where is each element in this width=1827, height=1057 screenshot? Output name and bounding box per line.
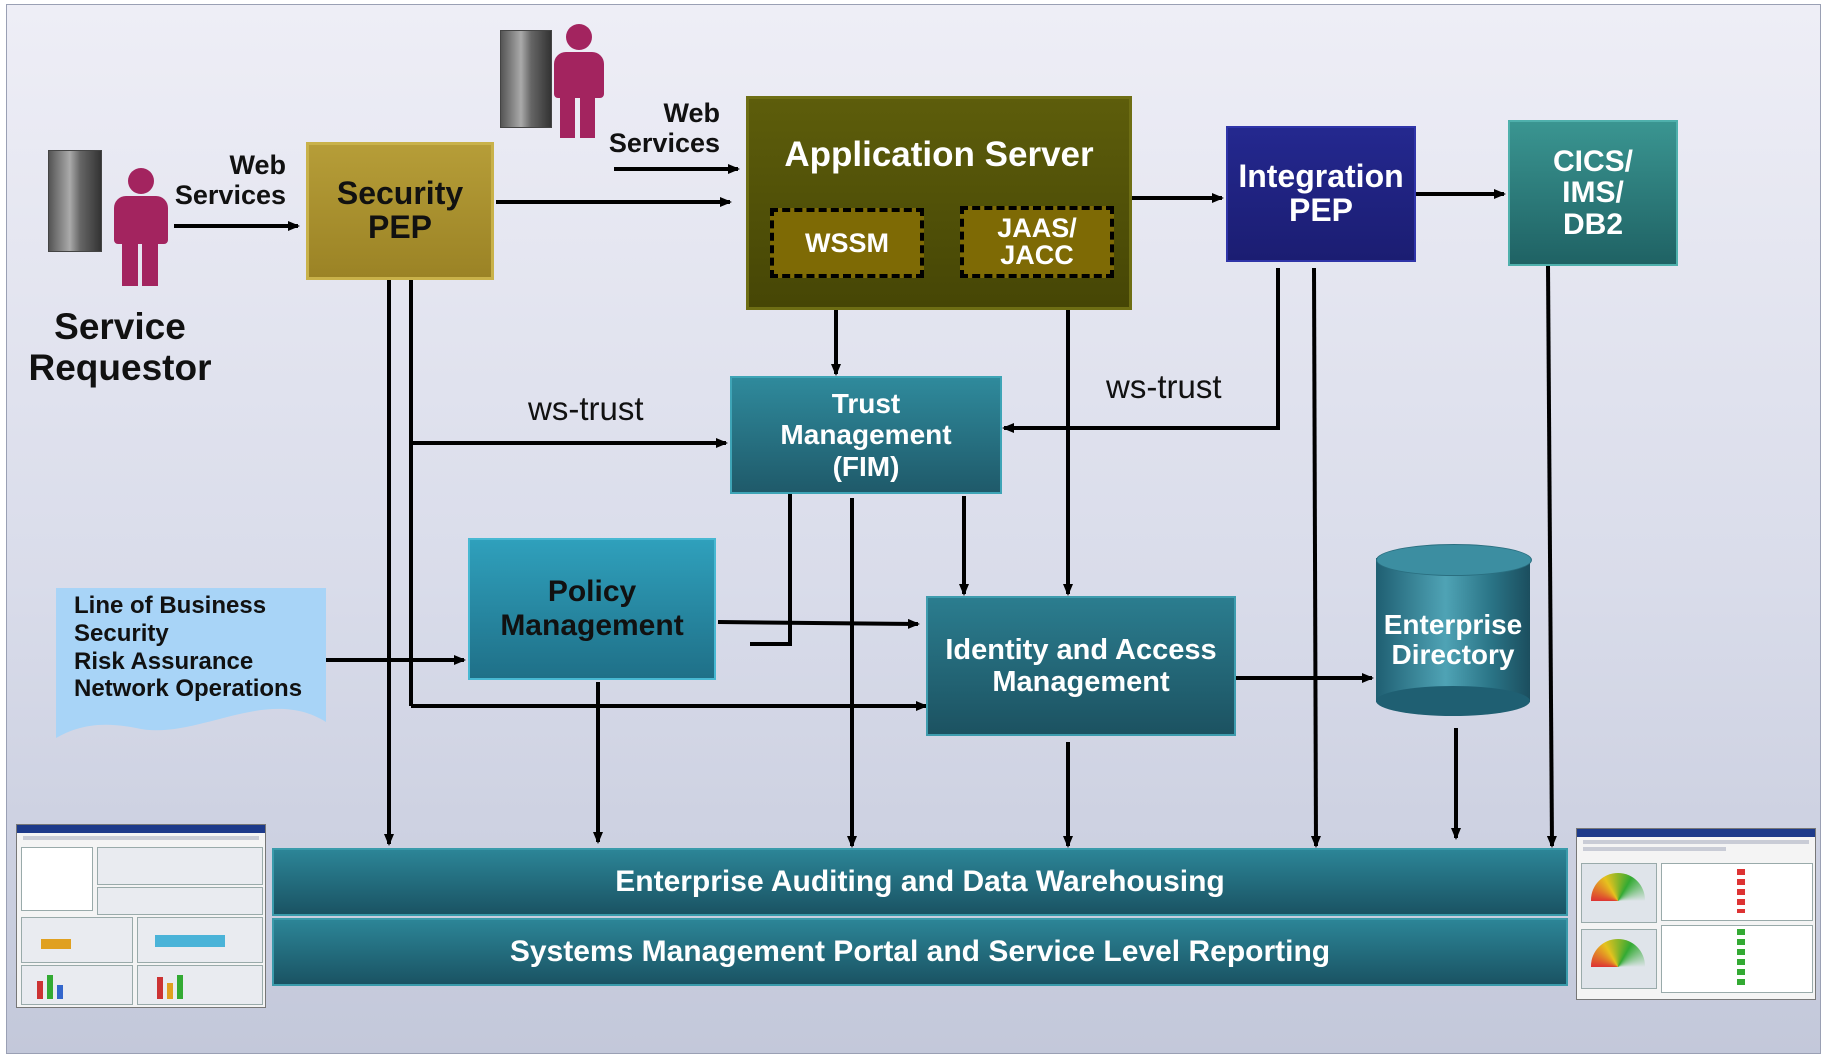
wssm-box: WSSM — [770, 208, 924, 278]
enterprise-auditing-bar: Enterprise Auditing and Data Warehousing — [272, 848, 1568, 916]
portal-screenshot-thumbnail — [1576, 828, 1816, 1000]
arrow-cics-to-auditing — [1546, 265, 1557, 848]
enterprise-directory-cylinder — [1376, 544, 1532, 716]
web-services-label: Web Services — [608, 98, 720, 159]
enterprise-directory-label: Enterprise Directory — [1383, 609, 1523, 671]
line-of-business-text: Line of Business Security Risk Assurance… — [74, 592, 303, 703]
ws-trust-label: ws-trust — [528, 390, 644, 427]
server-person-icon — [500, 24, 610, 150]
console-screenshot-thumbnail — [16, 824, 266, 1008]
ws-trust-label: ws-trust — [1106, 368, 1222, 405]
line-of-business-banner — [56, 588, 326, 738]
arrow-policy-to-iam — [717, 618, 920, 629]
arrow-integration-to-auditing — [1310, 267, 1321, 848]
jaas-jacc-box: JAAS/JACC — [960, 206, 1114, 278]
server-person-icon — [48, 150, 168, 286]
arrow-policy-to-trust — [750, 430, 795, 646]
cics-ims-db2-box: CICS/IMS/DB2 — [1508, 120, 1678, 266]
service-requestor-label: Service Requestor — [28, 306, 212, 389]
systems-management-bar: Systems Management Portal and Service Le… — [272, 918, 1568, 986]
arrow-integration-to-trust — [1002, 268, 1280, 433]
web-services-label: Web Services — [174, 150, 286, 211]
